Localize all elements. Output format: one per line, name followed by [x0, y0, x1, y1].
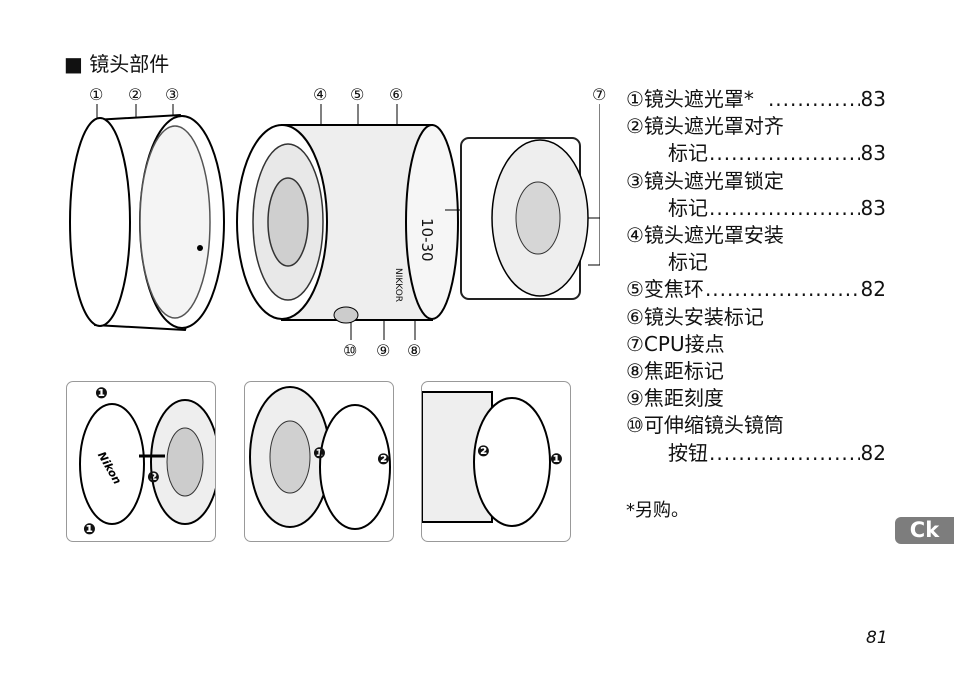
cpu-contacts-inset [445, 137, 589, 300]
language-tab: Ck [895, 517, 954, 544]
callout-10: ⑩ [343, 341, 358, 360]
rear-cap-panel: ❷ ❶ [421, 381, 571, 542]
body-cap-panel: ❶ ❷ [244, 381, 394, 542]
callout-6: ⑥ [389, 85, 404, 104]
step-2-label: ❷ [477, 442, 490, 460]
callout-7: ⑦ [592, 85, 607, 104]
section-title: ■ 镜头部件 [64, 52, 170, 76]
list-item: ⑦CPU接点 [626, 331, 725, 356]
lens-parts-illustration: 10-30 NIKKOR [69, 104, 600, 340]
callout-5: ⑤ [350, 85, 365, 104]
footnote: *另购。 [626, 500, 689, 521]
lens-body-drawing: 10-30 NIKKOR [236, 124, 459, 324]
list-item: 标记83 [626, 195, 886, 222]
list-item: ⑧焦距标记 [626, 359, 724, 384]
step-1-label: ❶ [550, 450, 563, 468]
list-item: ⑥镜头安装标记 [626, 304, 764, 329]
step-1-label: ❶ [95, 384, 108, 402]
list-item: ⑩可伸缩镜头镜筒 [626, 413, 784, 438]
callout-1: ① [89, 85, 104, 104]
callout-3: ③ [165, 85, 180, 104]
list-item: ②镜头遮光罩对齐 [626, 114, 784, 139]
callout-4: ④ [313, 85, 328, 104]
step-2-label: ❷ [147, 468, 160, 486]
step-2-label: ❷ [377, 450, 390, 468]
list-item: ③镜头遮光罩锁定 [626, 168, 784, 193]
zoom-range-marking: 10-30 [418, 218, 436, 262]
brand-marking: NIKKOR [393, 268, 403, 302]
lens-cap-panel: Nikon ❶ ❷ ❶ [66, 381, 216, 542]
page-number: 81 [866, 628, 888, 648]
step-1-label: ❶ [313, 444, 326, 462]
lens-hood-drawing [69, 113, 225, 332]
step-1-label: ❶ [83, 520, 96, 538]
callout-8: ⑧ [407, 341, 422, 360]
parts-list: ①镜头遮光罩*83 ②镜头遮光罩对齐 标记83 ③镜头遮光罩锁定 标记83 ④镜… [626, 86, 886, 467]
callout-9: ⑨ [376, 341, 391, 360]
list-item: ⑤变焦环82 [626, 276, 886, 303]
list-item: ⑨焦距刻度 [626, 386, 724, 411]
list-item: ①镜头遮光罩*83 [626, 86, 886, 113]
list-item: 按钮82 [626, 440, 886, 467]
list-item: ④镜头遮光罩安装 [626, 223, 784, 248]
list-item: 标记83 [626, 140, 886, 167]
list-item: 标记 [668, 250, 708, 275]
callout-2: ② [128, 85, 143, 104]
